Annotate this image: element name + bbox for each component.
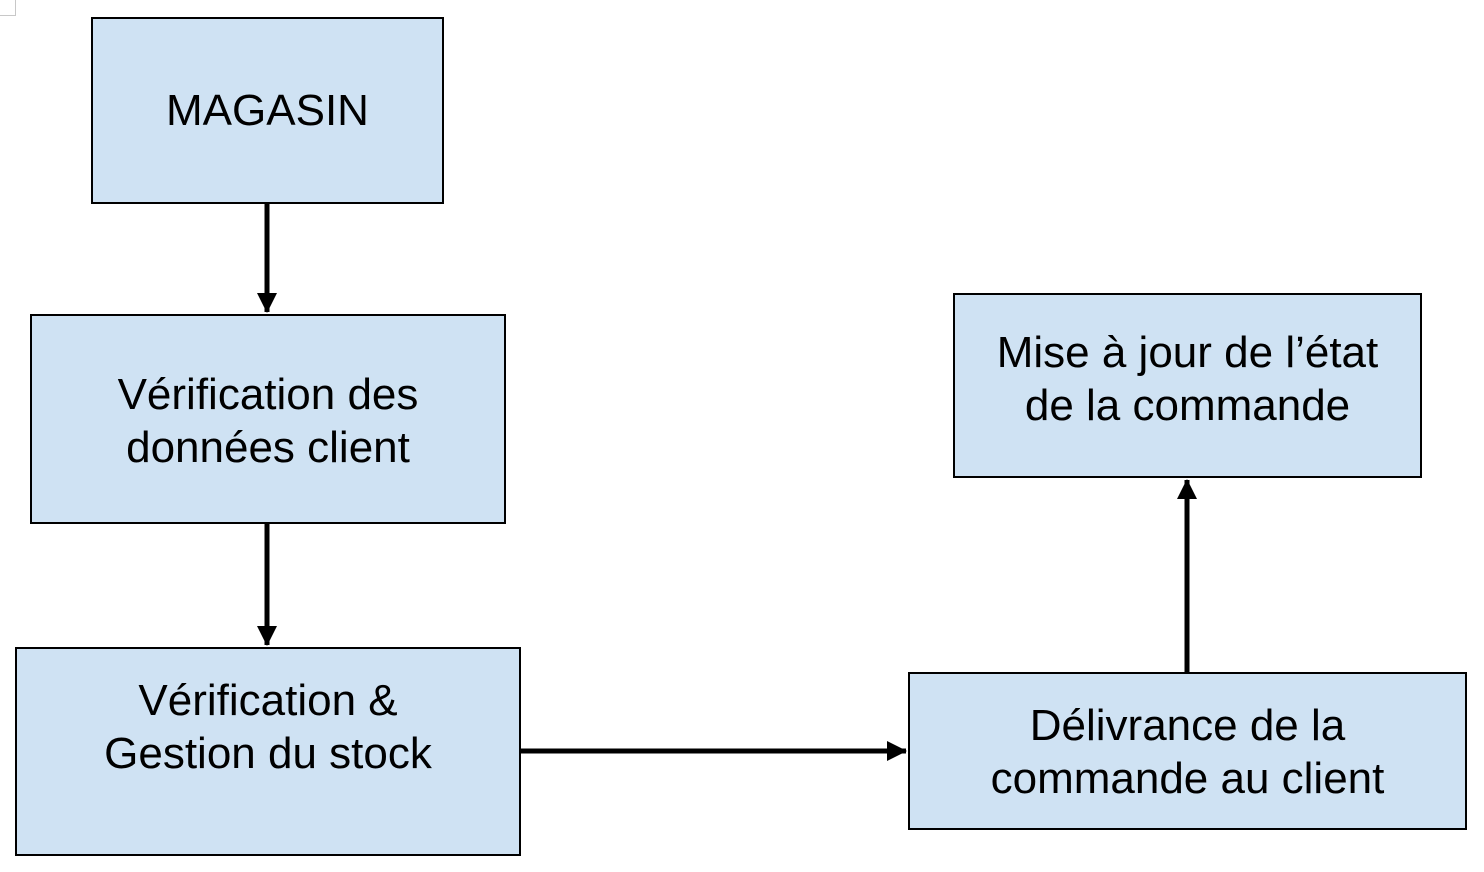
node-delivrance-commande-client: Délivrance de la commande au client: [908, 672, 1467, 830]
page-corner-mark: [0, 0, 16, 16]
node-magasin: MAGASIN: [91, 17, 444, 204]
node-magasin-label: MAGASIN: [166, 86, 369, 135]
node-verification-donnees-client: Vérification des données client: [30, 314, 506, 524]
node-mise-a-jour-etat-commande-line-1: Mise à jour de l’état: [996, 327, 1379, 377]
node-delivrance-commande-client-line-2: commande au client: [990, 754, 1385, 803]
node-mise-a-jour-etat-commande: Mise à jour de l’état de la commande: [953, 293, 1422, 478]
node-verification-gestion-stock-line-2: Gestion du stock: [104, 729, 432, 778]
node-mise-a-jour-etat-commande-line-2: de la commande: [1024, 380, 1351, 430]
node-verification-gestion-stock-line-1: Vérification &: [138, 676, 398, 725]
node-delivrance-commande-client-line-1: Délivrance de la: [1029, 701, 1346, 750]
node-verification-donnees-client-line-1: Vérification des: [117, 370, 419, 419]
node-verification-donnees-client-line-2: données client: [126, 423, 410, 472]
node-verification-gestion-stock: Vérification & Gestion du stock: [15, 647, 521, 856]
